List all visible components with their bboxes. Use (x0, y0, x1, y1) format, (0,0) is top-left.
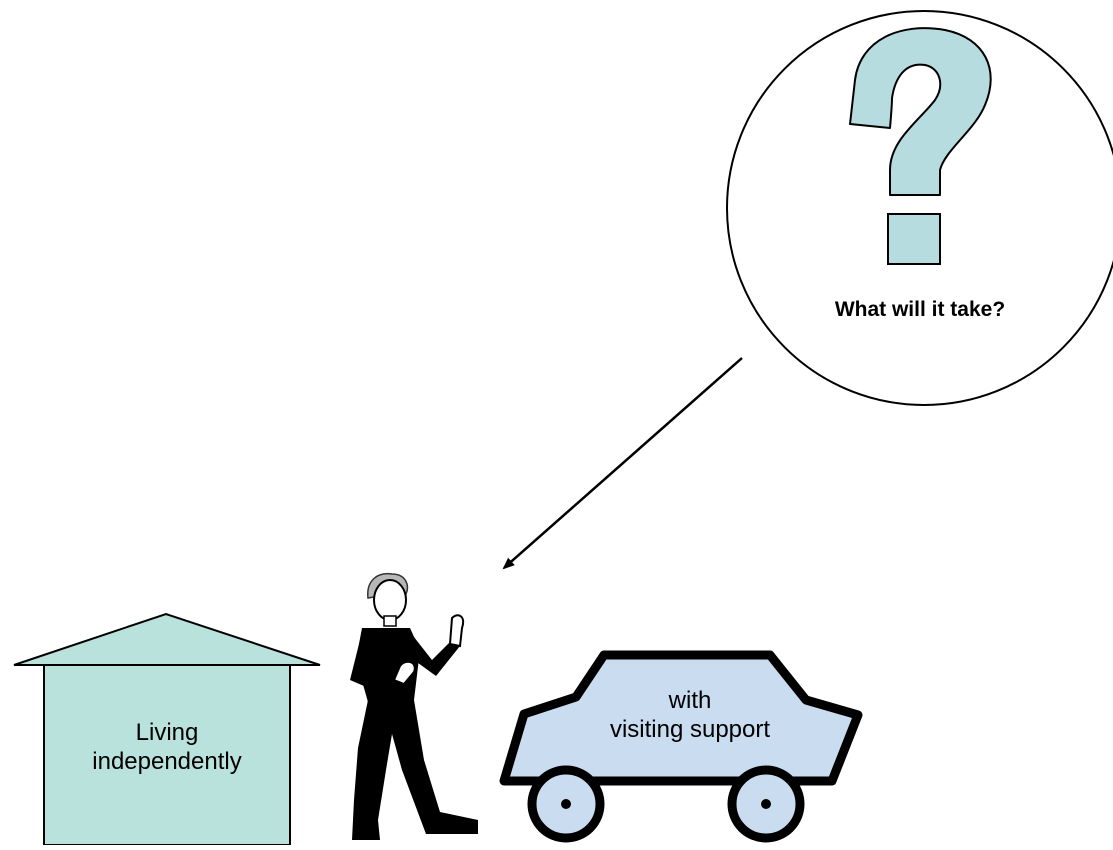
car-label-line2: visiting support (560, 715, 820, 744)
car-label: with visiting support (560, 686, 820, 744)
thought-bubble (727, 11, 1113, 405)
bubble-caption: What will it take? (770, 298, 1070, 322)
house-label-line2: independently (44, 747, 290, 776)
elderly-man-icon (350, 574, 478, 840)
car-wheel-rear (732, 770, 800, 838)
house-label-line1: Living (44, 718, 290, 747)
house-label: Living independently (44, 718, 290, 776)
car-label-line1: with (560, 686, 820, 715)
car-icon (504, 655, 858, 838)
connector-arrow (504, 358, 742, 568)
car-wheel-front (532, 770, 600, 838)
